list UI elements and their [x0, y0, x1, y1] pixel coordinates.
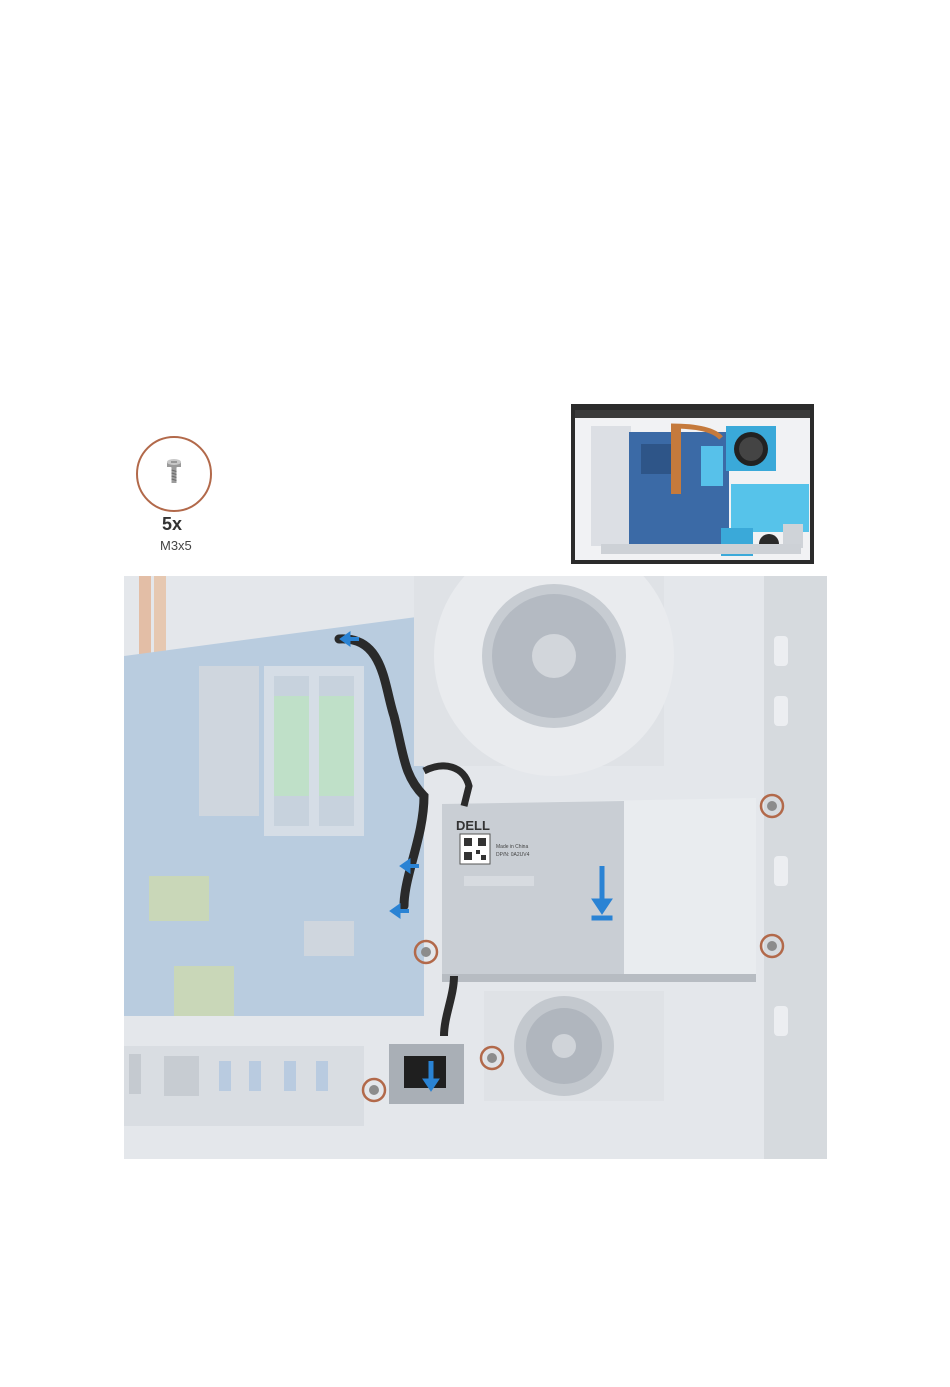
overview-thumbnail: [571, 404, 814, 564]
power-port: [389, 1044, 464, 1104]
rear-io-ports: [124, 1046, 364, 1126]
psu-brand: DELL: [456, 818, 490, 833]
system-fan: [414, 576, 674, 776]
power-supply-removal-illustration: DELL Made in China DP/N: 0A2UV4: [124, 576, 827, 1159]
screw-callout-ring: [136, 436, 212, 512]
psu-made-in: Made in China: [496, 844, 528, 850]
display-frame-right: [764, 576, 827, 1159]
ssd-card: [149, 876, 209, 921]
screw-count: 5x: [162, 514, 182, 535]
screw-size: M3x5: [160, 538, 192, 553]
wlan-card: [304, 921, 354, 956]
screw-icon: [138, 438, 210, 510]
blower-fan: [484, 991, 664, 1101]
psu-dpn: DP/N: 0A2UV4: [496, 852, 530, 858]
screw-callout: 5x M3x5: [136, 436, 216, 556]
power-supply-unit: DELL Made in China DP/N: 0A2UV4: [442, 798, 756, 982]
